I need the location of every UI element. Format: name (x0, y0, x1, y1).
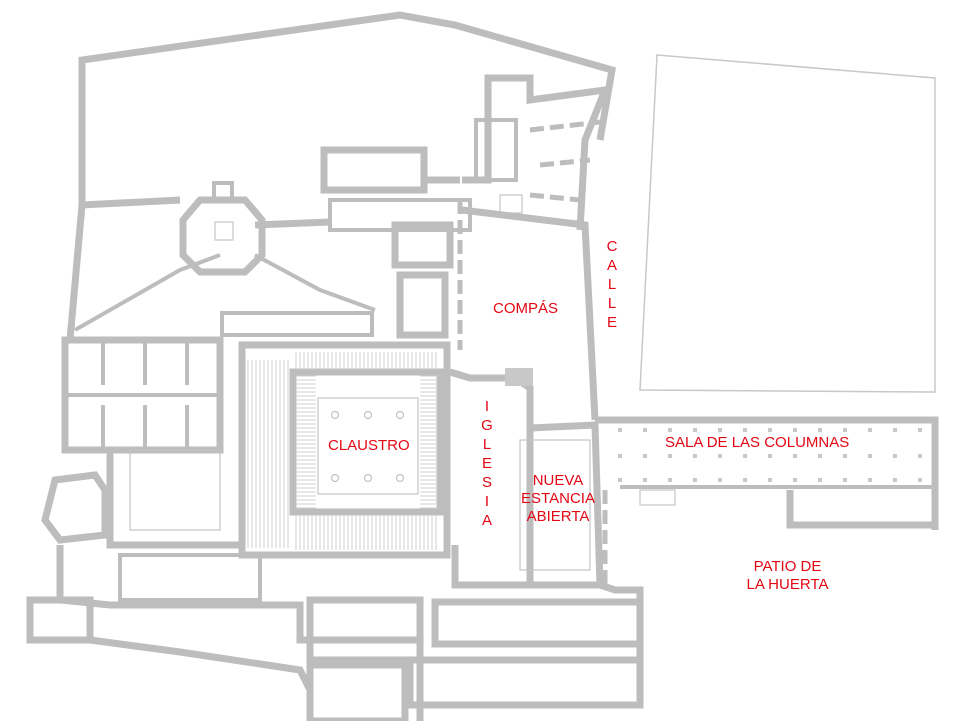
label-claustro: CLAUSTRO (328, 437, 410, 454)
pavilion-core (214, 221, 234, 241)
calle-letter: A (606, 257, 617, 274)
iglesia-letter: L (482, 436, 492, 453)
cloister-hatching (247, 352, 438, 550)
room-cluster-2 (396, 271, 449, 339)
calle-letter: L (607, 276, 617, 293)
room-cluster (391, 221, 454, 269)
church-apse (505, 368, 533, 386)
south-block (306, 596, 424, 664)
north-block (320, 146, 428, 194)
cloister-north-steps (220, 311, 374, 337)
iglesia-letter: S (481, 474, 492, 491)
sw-room (26, 596, 94, 644)
south-boundary (89, 636, 314, 692)
pavilion-tower (212, 181, 234, 202)
label-compas: COMPÁS (493, 300, 559, 317)
nueva-estancia-inner (519, 439, 591, 571)
south-block-2 (306, 661, 409, 721)
cells-dividers (65, 340, 220, 450)
sala-columns (618, 428, 922, 482)
calle-letter: E (606, 314, 617, 331)
nueva-estancia-walls (529, 421, 604, 589)
iglesia-letter: I (484, 493, 490, 510)
label-sala-columnas: SALA DE LAS COLUMNAS (665, 434, 850, 451)
ne-rooms (462, 74, 611, 231)
south-range-rooms (118, 553, 262, 602)
calle-letter: C (606, 238, 618, 255)
sala-stair (639, 489, 676, 506)
cloister-outer (238, 341, 451, 559)
south-range (56, 545, 424, 721)
label-patio-line2: LA HUERTA (746, 576, 829, 593)
label-patio-huerta: PATIO DE LA HUERTA (730, 558, 845, 594)
iglesia-letter: G (481, 417, 493, 434)
sala-annex (786, 490, 935, 529)
calle-letter: L (607, 295, 617, 312)
north-garden-wall-2 (254, 253, 376, 312)
iglesia-letter: I (484, 398, 490, 415)
ne-room-a (474, 118, 518, 182)
west-tower (41, 471, 109, 544)
cloister-gallery (289, 368, 444, 516)
north-corridor (328, 198, 472, 232)
sala-walls (595, 416, 939, 530)
label-nueva-estancia: NUEVA ESTANCIA ABIERTA (518, 472, 598, 526)
label-nueva-estancia-line2: ESTANCIA (521, 490, 595, 507)
iglesia-letter: E (481, 455, 492, 472)
west-courtyard-wall (106, 450, 240, 549)
south-east-range (431, 598, 644, 648)
label-nueva-estancia-line1: NUEVA (532, 472, 584, 489)
north-garden-wall (74, 253, 221, 332)
ne-room-b (529, 119, 601, 203)
cloister-columns (330, 410, 405, 483)
compas-walls (461, 206, 599, 421)
street-block (639, 54, 936, 393)
east-wing-wall (598, 581, 644, 660)
west-courtyard (129, 449, 221, 531)
ne-stair (499, 194, 523, 214)
iglesia-letter: A (481, 512, 492, 529)
label-patio-line1: PATIO DE (753, 558, 822, 575)
site-boundary-wall (66, 11, 616, 341)
label-nueva-estancia-line3: ABIERTA (526, 508, 590, 525)
pavilion (179, 196, 266, 276)
church-walls (448, 368, 534, 589)
south-east-range-2 (406, 656, 644, 709)
